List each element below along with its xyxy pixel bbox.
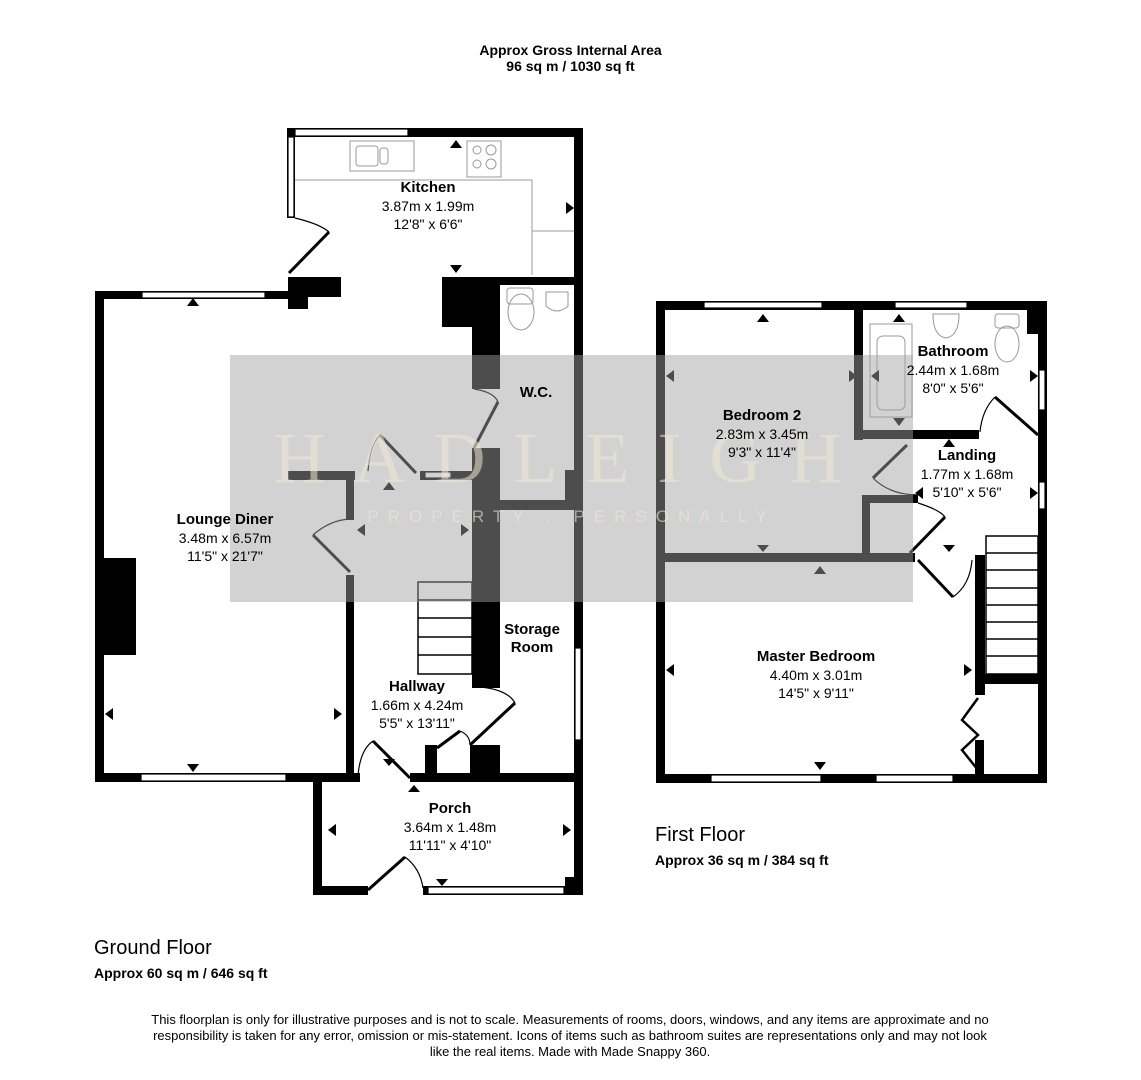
ground-doors (287, 217, 517, 892)
room-bedroom-2: Bedroom 2 2.83m x 3.45m 9'3" x 11'4" (716, 407, 809, 461)
lounge-hall-wall (346, 575, 354, 780)
room-imperial: 8'0" x 5'6" (922, 380, 984, 396)
ff-east-wall (1038, 301, 1047, 783)
first-floor-title: First Floor (655, 824, 745, 846)
kitchen-pier (288, 277, 341, 297)
room-name: Porch (428, 800, 472, 817)
ground-stairs (417, 581, 473, 675)
ff-top-wall (656, 301, 1047, 310)
gross-area-title: Approx Gross Internal Area (479, 42, 662, 58)
gross-area-value: 96 sq m / 1030 sq ft (506, 58, 635, 74)
room-metric: 3.64m x 1.48m (403, 819, 497, 835)
east-wall (574, 128, 583, 778)
room-bathroom: Bathroom 2.44m x 1.68m 8'0" x 5'6" (907, 343, 1000, 397)
first-floor-plan (656, 301, 1047, 783)
room-imperial: 14'5" x 9'11" (778, 685, 854, 701)
room-hallway: Hallway 1.66m x 4.24m 5'5" x 13'11" (371, 678, 464, 732)
room-porch: Porch 3.64m x 1.48m 11'11" x 4'10" (404, 800, 497, 854)
room-name: Hallway (389, 678, 445, 695)
room-name: Landing (937, 447, 997, 464)
room-imperial: 5'5" x 13'11" (379, 715, 455, 731)
porch-east-wall (574, 780, 583, 895)
bathroom-bottom-wall (854, 430, 979, 439)
room-name: Bedroom 2 (722, 407, 802, 424)
room-metric: 3.48m x 6.57m (178, 530, 272, 546)
room-name: Bathroom (917, 343, 989, 360)
room-lounge-diner: Lounge Diner 3.48m x 6.57m 11'5" x 21'7" (177, 511, 274, 565)
room-landing: Landing 1.77m x 1.68m 5'10" x 5'6" (921, 447, 1014, 501)
kitchen-top-wall (287, 128, 583, 137)
chimney-breast (104, 558, 136, 655)
room-name-line-2: Room (510, 639, 554, 656)
first-floor-area: Approx 36 sq m / 384 sq ft (655, 852, 829, 868)
first-windows (703, 301, 1046, 783)
room-storage: Storage Room (504, 621, 560, 657)
kitchen-wc-wall (442, 277, 583, 285)
lounge-west-wall (95, 291, 104, 781)
room-metric: 4.40m x 3.01m (769, 667, 863, 683)
first-floor-caption: First Floor Approx 36 sq m / 384 sq ft (655, 824, 829, 868)
porch-west-wall (313, 780, 322, 895)
room-name: Kitchen (400, 179, 456, 196)
room-imperial: 11'5" x 21'7" (187, 548, 263, 564)
bathroom-fixtures (869, 313, 1020, 418)
room-wc: W.C. (520, 384, 553, 402)
room-metric: 2.44m x 1.68m (906, 362, 1000, 378)
room-name: Lounge Diner (176, 511, 274, 528)
room-name: W.C. (519, 384, 553, 401)
room-metric: 3.87m x 1.99m (381, 198, 475, 214)
ground-floor-caption: Ground Floor Approx 60 sq m / 646 sq ft (94, 937, 268, 981)
room-master-bedroom: Master Bedroom 4.40m x 3.01m 14'5" x 9'1… (757, 648, 875, 702)
ff-bottom-wall (656, 774, 1047, 783)
spine-wall (472, 448, 500, 688)
kitchen-fixtures (295, 140, 574, 331)
bedroom-divider-wall (665, 553, 915, 562)
room-name: Master Bedroom (756, 648, 876, 665)
watermark-brand: HADLEIGH (273, 418, 870, 498)
first-stairs (985, 535, 1039, 675)
room-imperial: 9'3" x 11'4" (728, 444, 796, 460)
room-imperial: 12'8" x 6'6" (393, 216, 463, 232)
ground-floor-area: Approx 60 sq m / 646 sq ft (94, 965, 268, 981)
ground-windows (140, 128, 582, 895)
watermark-tagline: PROPERTY . PERSONALLY (367, 507, 776, 526)
room-imperial: 5'10" x 5'6" (932, 484, 1002, 500)
first-doors (871, 395, 1039, 771)
room-name-line-1: Storage (504, 621, 560, 638)
measure-arrows (105, 140, 1038, 886)
room-kitchen: Kitchen 3.87m x 1.99m 12'8" x 6'6" (382, 179, 475, 233)
disclaimer-text: This floorplan is only for illustrative … (151, 1012, 989, 1059)
room-metric: 1.77m x 1.68m (920, 466, 1014, 482)
room-metric: 1.66m x 4.24m (370, 697, 464, 713)
ground-floor-title: Ground Floor (94, 937, 212, 959)
room-imperial: 11'11" x 4'10" (408, 837, 492, 853)
ff-west-wall (656, 301, 665, 783)
room-metric: 2.83m x 3.45m (715, 426, 809, 442)
gross-area-header: Approx Gross Internal Area 96 sq m / 103… (0, 42, 1141, 74)
lounge-partition (288, 471, 355, 480)
